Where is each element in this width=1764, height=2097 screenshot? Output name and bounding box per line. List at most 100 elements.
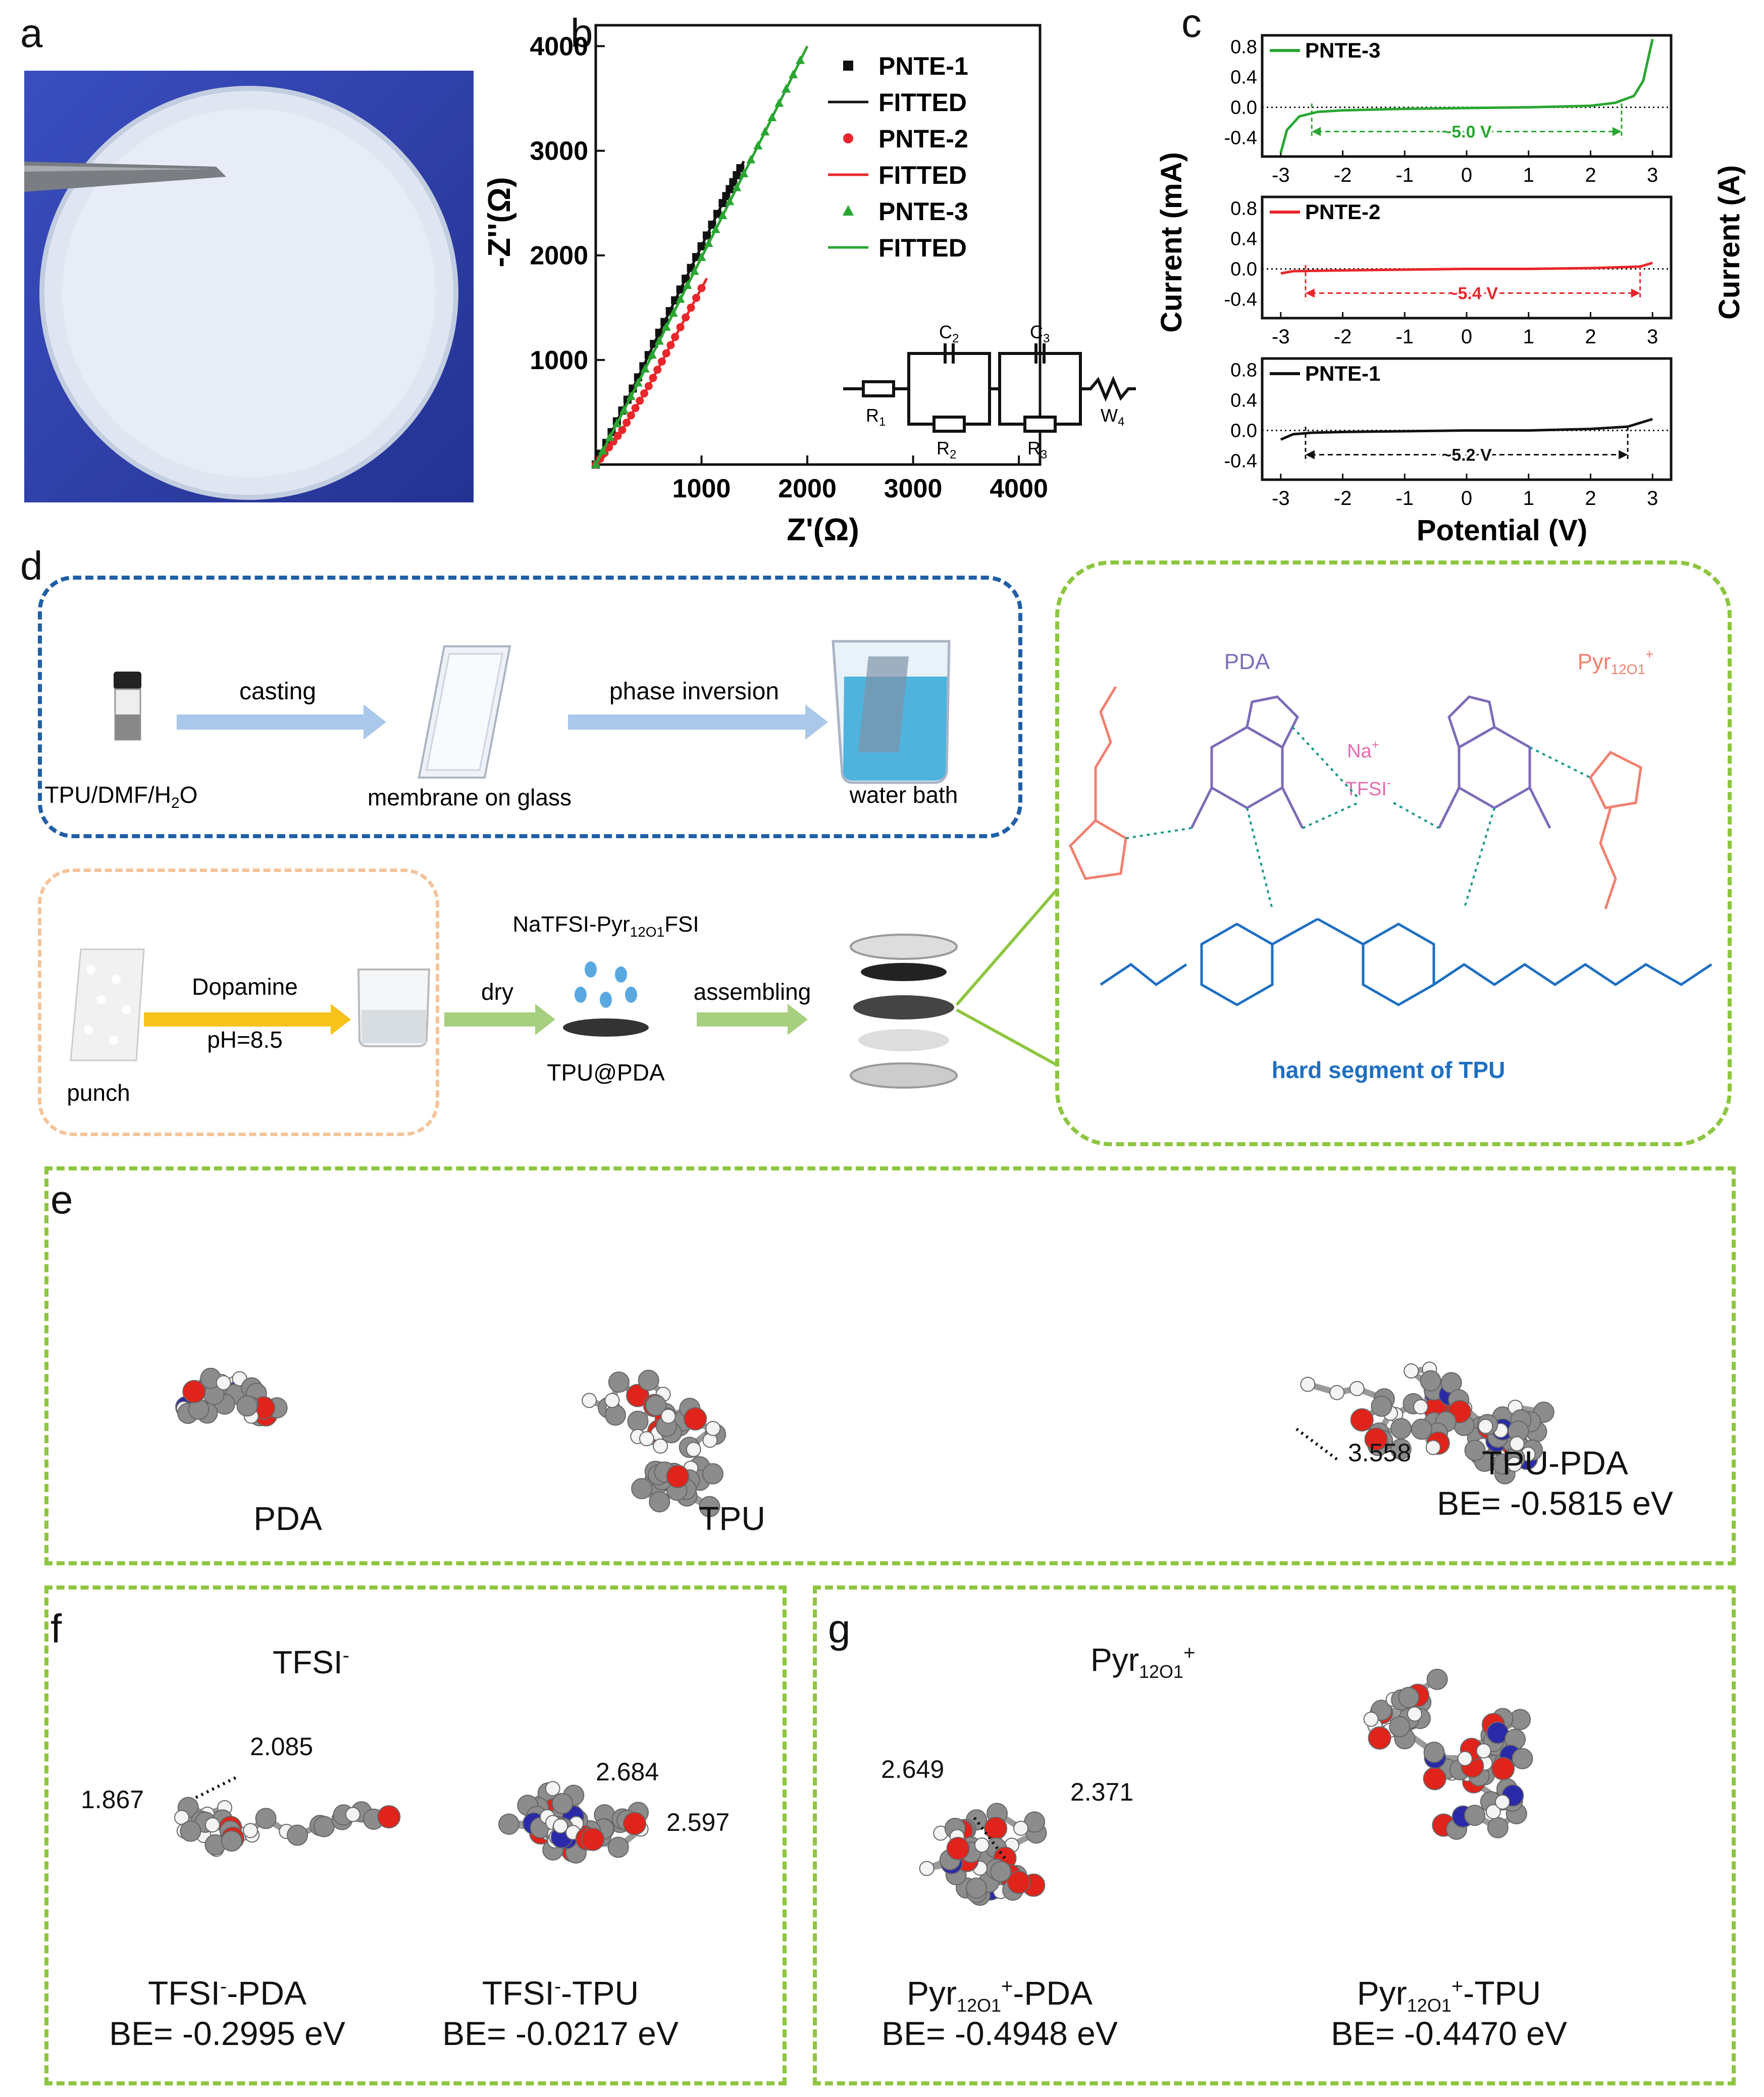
legend-marker xyxy=(843,61,853,71)
chart-c-series-name: PNTE-1 xyxy=(1305,362,1380,385)
chart-b-point xyxy=(654,336,664,345)
chart-b-point xyxy=(661,322,671,331)
chart-b-point xyxy=(697,284,706,292)
chart-b-ylabel: -Z''(Ω) xyxy=(482,177,517,267)
caption-tfsi-pda: TFSI--PDA xyxy=(147,1974,306,2012)
panel-g-frame xyxy=(813,1585,1736,2085)
caption-tfsi-pda-be: BE= -0.2995 eV xyxy=(109,2015,345,2052)
chart-b-point xyxy=(683,280,692,289)
chart-b-point xyxy=(736,164,745,173)
chart-b-point xyxy=(682,313,690,322)
chart-b-point xyxy=(796,55,805,64)
label-tpu-dmf: TPU/DMF/H2O xyxy=(45,782,198,811)
chart-c-ytick-label: 0.0 xyxy=(1230,421,1257,442)
chart-c-ytick-label: 0.0 xyxy=(1230,97,1257,119)
distance-label-f3: 2.684 xyxy=(596,1758,659,1786)
chart-b-point xyxy=(627,411,635,420)
distance-label-f2: 1.867 xyxy=(81,1785,144,1814)
chart-b-ytick-label: 1000 xyxy=(530,346,588,375)
tpu-pda-disc-icon xyxy=(563,1018,649,1037)
chart-b-point xyxy=(746,155,756,164)
pyr-tpu-complex xyxy=(1363,1668,1533,1840)
arrow-phase-inversion xyxy=(568,704,828,740)
chart-b-point xyxy=(722,192,731,200)
window-arrowhead xyxy=(1619,450,1628,459)
label-phase-inversion: phase inversion xyxy=(609,678,779,705)
chart-b-point xyxy=(676,294,685,303)
chart-b-point xyxy=(697,242,706,250)
chart-c-xtick-label: 0 xyxy=(1461,487,1472,509)
chart-b-point xyxy=(704,238,713,247)
pyr-cation-left xyxy=(1068,686,1127,880)
caption-tpu-pda-be: BE= -0.5815 eV xyxy=(1437,1485,1673,1522)
chart-b-point xyxy=(653,366,662,374)
lsv-charts: Current (mA) Current (A) Potential (V) 0… xyxy=(1156,34,1746,547)
chart-b-point xyxy=(640,364,650,373)
label-membrane-on-glass: membrane on glass xyxy=(368,784,572,810)
chart-c-ytick-label: 0.4 xyxy=(1230,67,1257,88)
label-punch: punch xyxy=(67,1080,130,1106)
connector-line-bottom xyxy=(956,1008,1059,1067)
caption-tpu-pda: TPU-PDA xyxy=(1482,1444,1628,1481)
chart-b-point xyxy=(613,432,622,440)
window-label: ~5.0 V xyxy=(1441,123,1492,142)
interaction-distance-e xyxy=(1295,1427,1338,1461)
interaction-distance-f xyxy=(195,1776,237,1799)
vial-icon xyxy=(114,672,141,741)
chart-b-point xyxy=(690,266,699,275)
window-arrowhead xyxy=(1305,288,1315,298)
chart-b-point xyxy=(633,378,643,387)
chart-b-point xyxy=(657,357,666,366)
pyr-cation-right xyxy=(1589,750,1642,909)
chart-b-point xyxy=(732,182,742,191)
legend-marker xyxy=(843,133,853,143)
chart-c-ylabel-right: Current (A) xyxy=(1713,165,1746,320)
dft-structures-f xyxy=(174,1776,649,1864)
distance-label-g2: 2.371 xyxy=(1070,1778,1134,1806)
chart-b-xtick-label: 1000 xyxy=(672,474,731,503)
chart-b-point xyxy=(725,185,734,193)
chart-c-xtick-label: -3 xyxy=(1272,487,1290,509)
chart-b-point xyxy=(668,308,678,317)
chart-c-xtick-label: -3 xyxy=(1272,326,1290,348)
label-assembling: assembling xyxy=(694,979,811,1005)
window-arrowhead xyxy=(1312,127,1321,136)
panel-g-title: Pyr12O1+ xyxy=(1091,1642,1196,1682)
panel-label-c: c xyxy=(1181,1,1202,45)
arrow-assembling xyxy=(697,1004,808,1035)
chart-c-xtick-label: 2 xyxy=(1585,326,1596,348)
chart-b-point xyxy=(676,323,685,331)
chart-b-point xyxy=(782,84,791,93)
tpu-molecule xyxy=(582,1369,727,1517)
panel-label-a: a xyxy=(20,11,43,56)
panel-label-d: d xyxy=(20,543,43,588)
chart-b-point xyxy=(619,405,629,414)
chart-c-xtick-label: 0 xyxy=(1461,326,1472,348)
caption-tpu: TPU xyxy=(699,1500,765,1537)
caption-pyr-tpu: Pyr12O1+-TPU xyxy=(1357,1974,1541,2016)
circuit-label: C2 xyxy=(939,322,959,345)
small-beaker-icon xyxy=(357,968,431,1047)
window-label: ~5.2 V xyxy=(1441,446,1492,465)
panel-f-title: TFSI- xyxy=(273,1644,349,1680)
chart-c-xtick-label: 0 xyxy=(1461,164,1472,186)
circuit-label: W4 xyxy=(1101,405,1124,429)
chart-c-xtick-label: 3 xyxy=(1647,326,1658,348)
chart-b-point xyxy=(666,341,675,349)
pda-molecule xyxy=(175,1367,288,1427)
chart-b-point xyxy=(598,446,607,455)
chart-c-xtick-label: 1 xyxy=(1523,326,1534,348)
caption-pyr-pda: Pyr12O1+-PDA xyxy=(906,1974,1093,2016)
label-water-bath: water bath xyxy=(849,782,958,808)
chart-b-point xyxy=(626,391,636,400)
chart-c-ytick-label: 0.8 xyxy=(1230,37,1257,58)
circuit-label: C3 xyxy=(1030,322,1050,345)
tfsi-pda-complex xyxy=(174,1797,401,1857)
chart-b-point xyxy=(718,199,727,208)
chart-b-point xyxy=(647,350,657,359)
panel-label-g: g xyxy=(828,1606,851,1651)
chart-c-xtick-label: 2 xyxy=(1585,487,1596,509)
circuit-label: R3 xyxy=(1027,438,1047,462)
pyr-pda-complex xyxy=(919,1803,1047,1906)
